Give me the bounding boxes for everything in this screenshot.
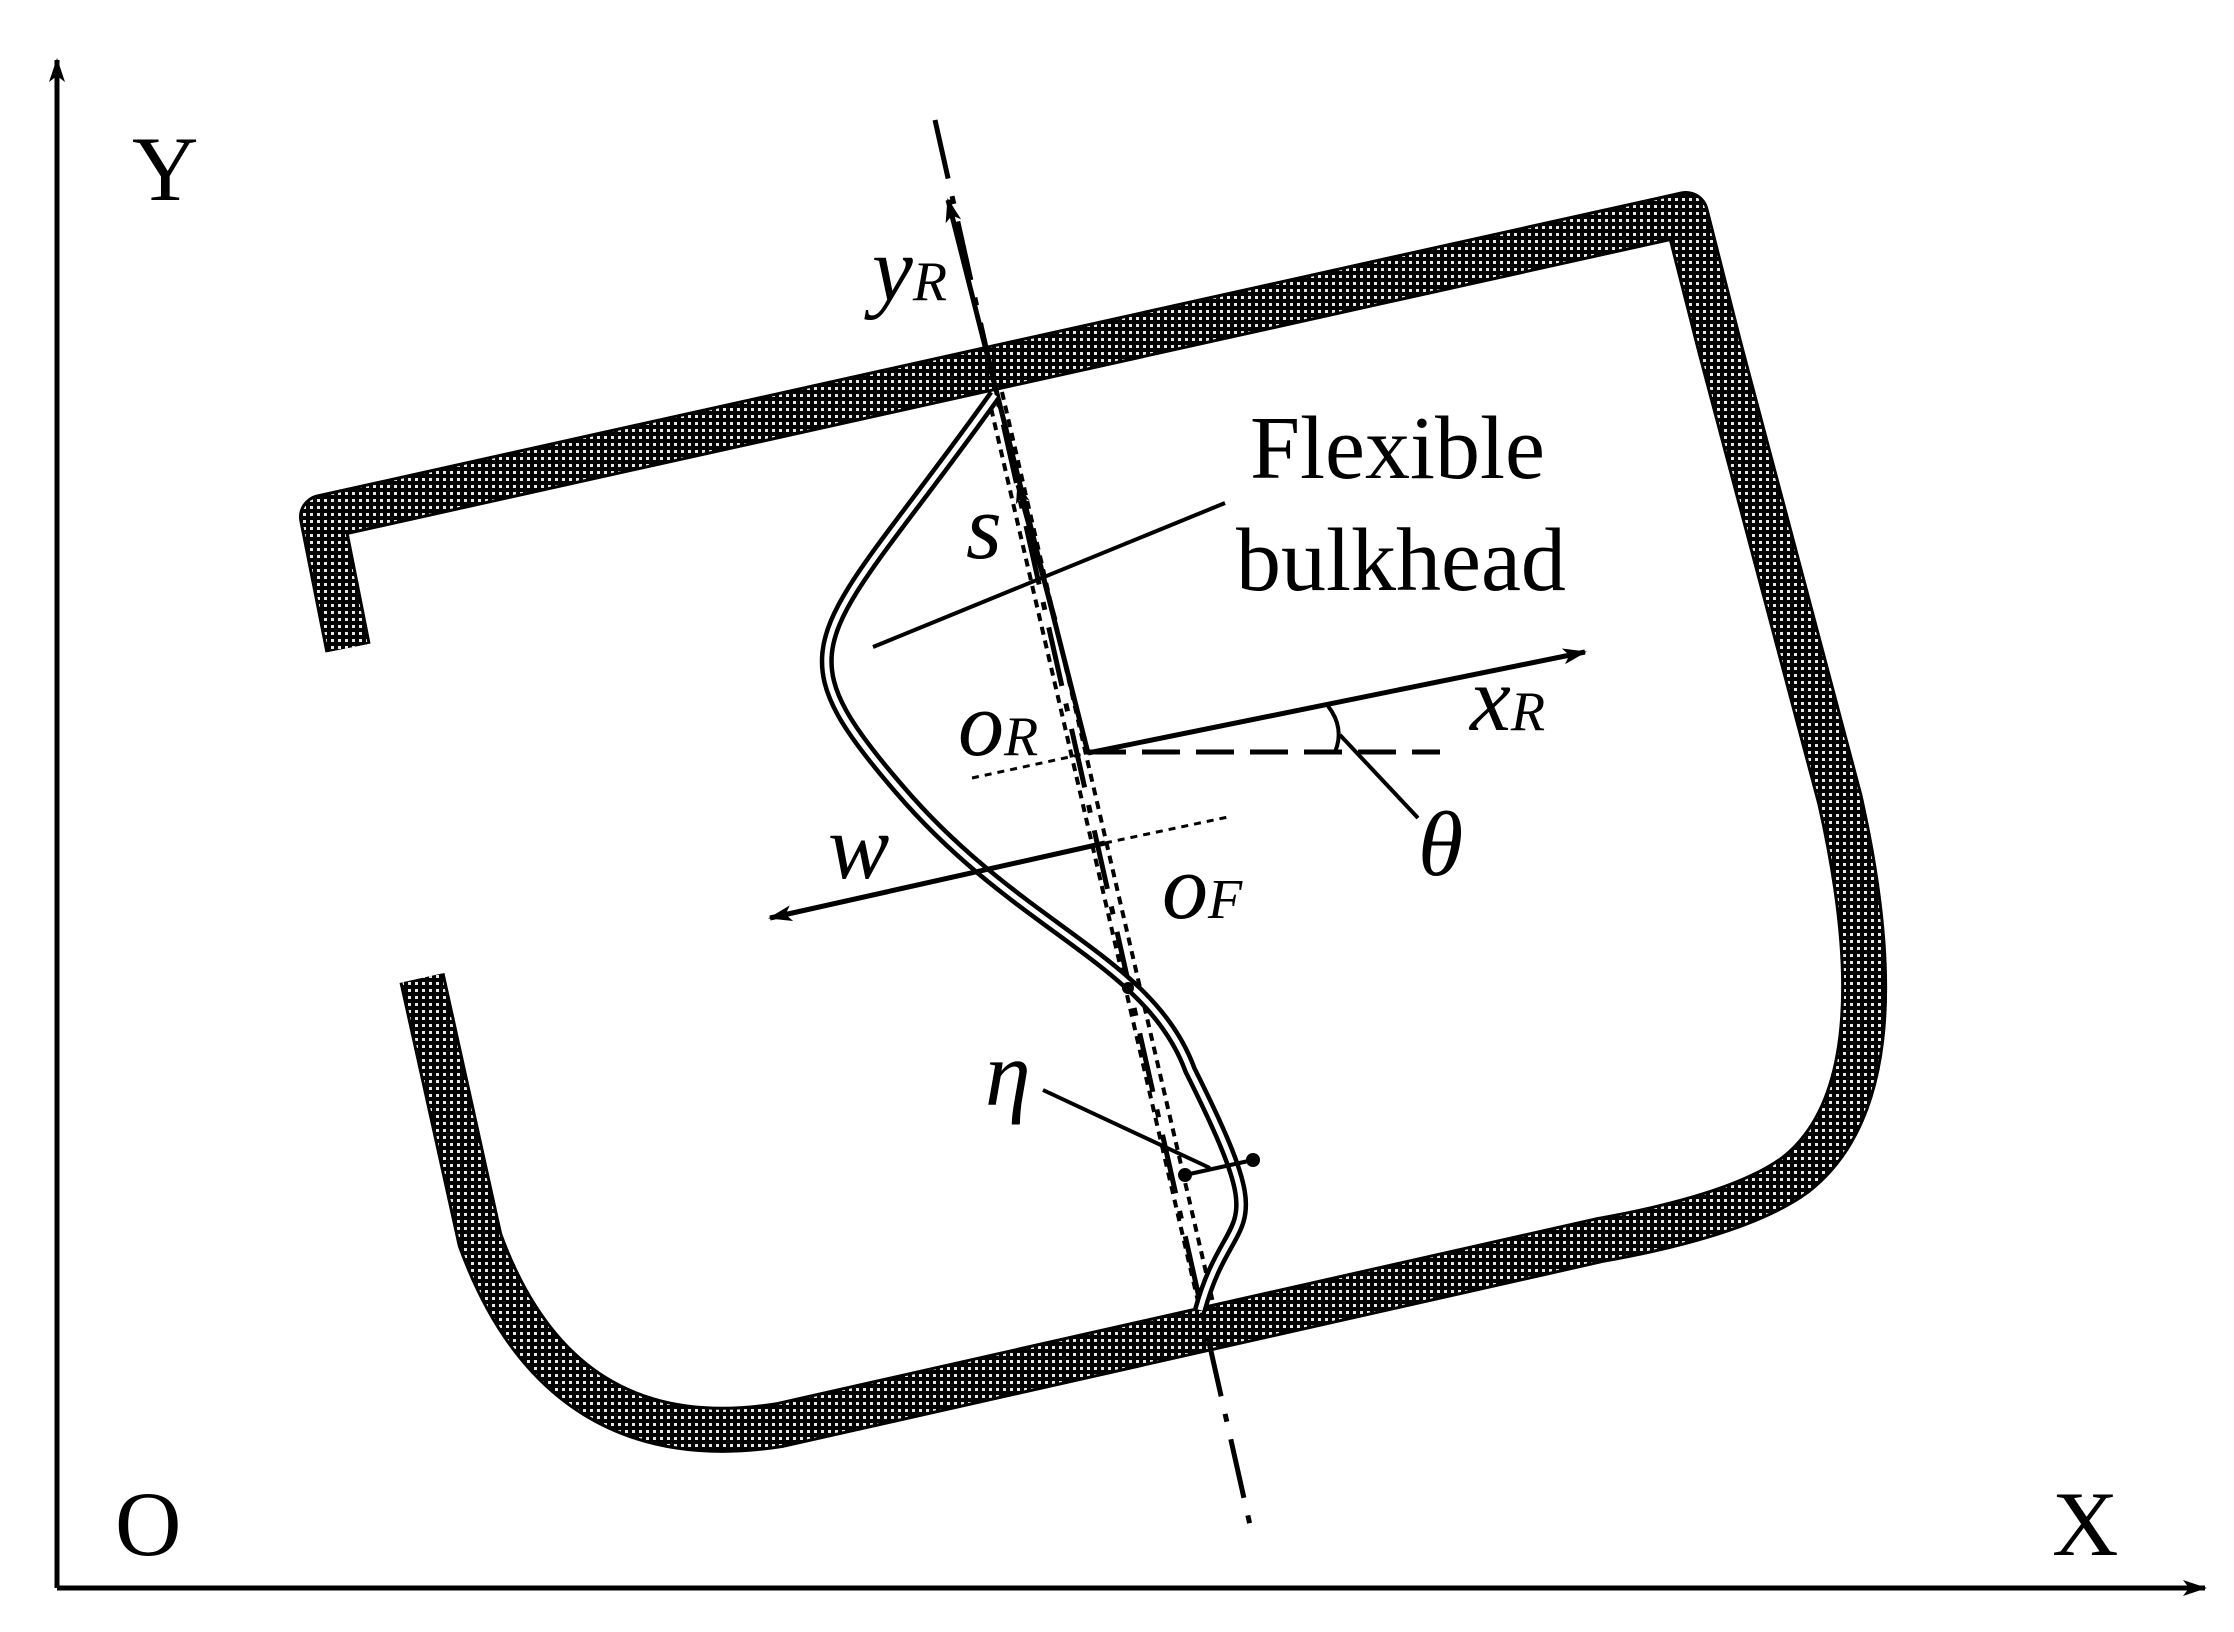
- w-axis-arrow: [768, 840, 1106, 922]
- deflection-marker: [1042, 1088, 1260, 1182]
- hull-upper-deck-texture: [302, 194, 1885, 1450]
- theta-label: θ: [1418, 793, 1463, 895]
- global-y-label: Y: [132, 118, 198, 220]
- eta-leader-line: [1042, 1088, 1211, 1170]
- or-label: oR: [958, 673, 1038, 775]
- yr-label: yR: [864, 218, 947, 320]
- flexible-bulkhead-curve: [819, 390, 1249, 1312]
- yr-axis-arrow: [945, 198, 1091, 754]
- of-dotted-line: [1104, 815, 1229, 845]
- xr-axis-arrow: [1087, 648, 1587, 756]
- s-label: s: [966, 476, 1002, 578]
- bulkhead-leader-line: [872, 501, 1226, 649]
- eta-label: η: [985, 1023, 1031, 1125]
- xr-label: xR: [1468, 648, 1545, 750]
- ship-hull: [299, 191, 1888, 1453]
- global-x-label: X: [2052, 1473, 2118, 1575]
- undeformed-bulkhead-line: [986, 391, 1216, 1311]
- s-axis-arrow: [1015, 483, 1058, 621]
- bulkhead-label: Flexible bulkhead: [1236, 399, 1567, 610]
- theta-angle-arc: [1326, 704, 1341, 753]
- origin-label: O: [115, 1473, 181, 1575]
- theta-leader-line: [1338, 733, 1420, 820]
- inflection-point: [1122, 982, 1134, 994]
- or-dotted-line: [971, 751, 1089, 780]
- w-label: w: [828, 796, 889, 898]
- of-label: oF: [1162, 836, 1243, 938]
- global-axes: [49, 58, 2207, 1596]
